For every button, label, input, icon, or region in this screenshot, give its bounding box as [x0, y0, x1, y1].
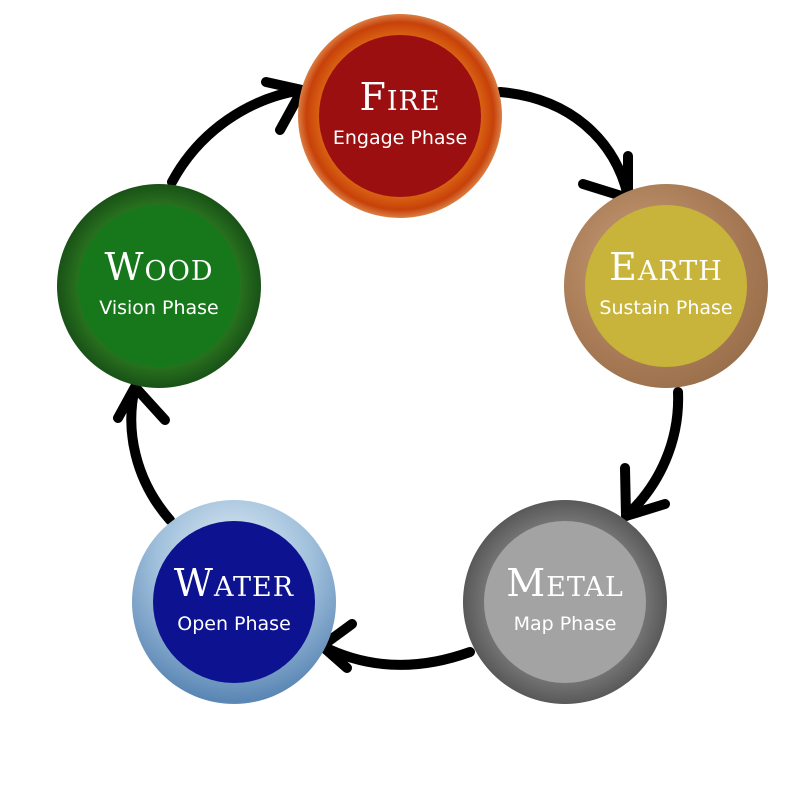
metal-inner-circle: Metal Map Phase	[484, 521, 646, 683]
wood-title: Wood	[104, 245, 214, 289]
fire-phase-node: Fire Engage Phase	[298, 14, 502, 218]
metal-title: Metal	[506, 561, 624, 605]
arrowhead-water-to-wood	[113, 382, 170, 425]
earth-subtitle: Sustain Phase	[599, 297, 733, 319]
metal-phase-node: Metal Map Phase	[463, 500, 667, 704]
earth-phase-node: Earth Sustain Phase	[564, 184, 768, 388]
fire-title: Fire	[359, 75, 441, 119]
arrow-water-to-wood	[126, 382, 175, 525]
arrow-fire-to-earth	[495, 87, 633, 201]
arrow-metal-to-water	[317, 641, 475, 670]
water-inner-circle: Water Open Phase	[153, 521, 315, 683]
fire-inner-circle: Fire Engage Phase	[319, 35, 481, 197]
wood-inner-circle: Wood Vision Phase	[78, 205, 240, 367]
earth-inner-circle: Earth Sustain Phase	[585, 205, 747, 367]
arrowhead-earth-to-metal	[620, 463, 670, 521]
wood-subtitle: Vision Phase	[99, 297, 219, 319]
arrowhead-wood-to-fire	[261, 77, 307, 135]
water-phase-node: Water Open Phase	[132, 500, 336, 704]
water-title: Water	[173, 561, 295, 605]
wood-phase-node: Wood Vision Phase	[57, 184, 261, 388]
arrow-earth-to-metal	[621, 387, 684, 521]
earth-title: Earth	[609, 245, 723, 289]
metal-subtitle: Map Phase	[513, 613, 617, 635]
fire-subtitle: Engage Phase	[332, 127, 468, 149]
water-subtitle: Open Phase	[177, 613, 291, 635]
arrow-wood-to-fire	[167, 85, 307, 187]
